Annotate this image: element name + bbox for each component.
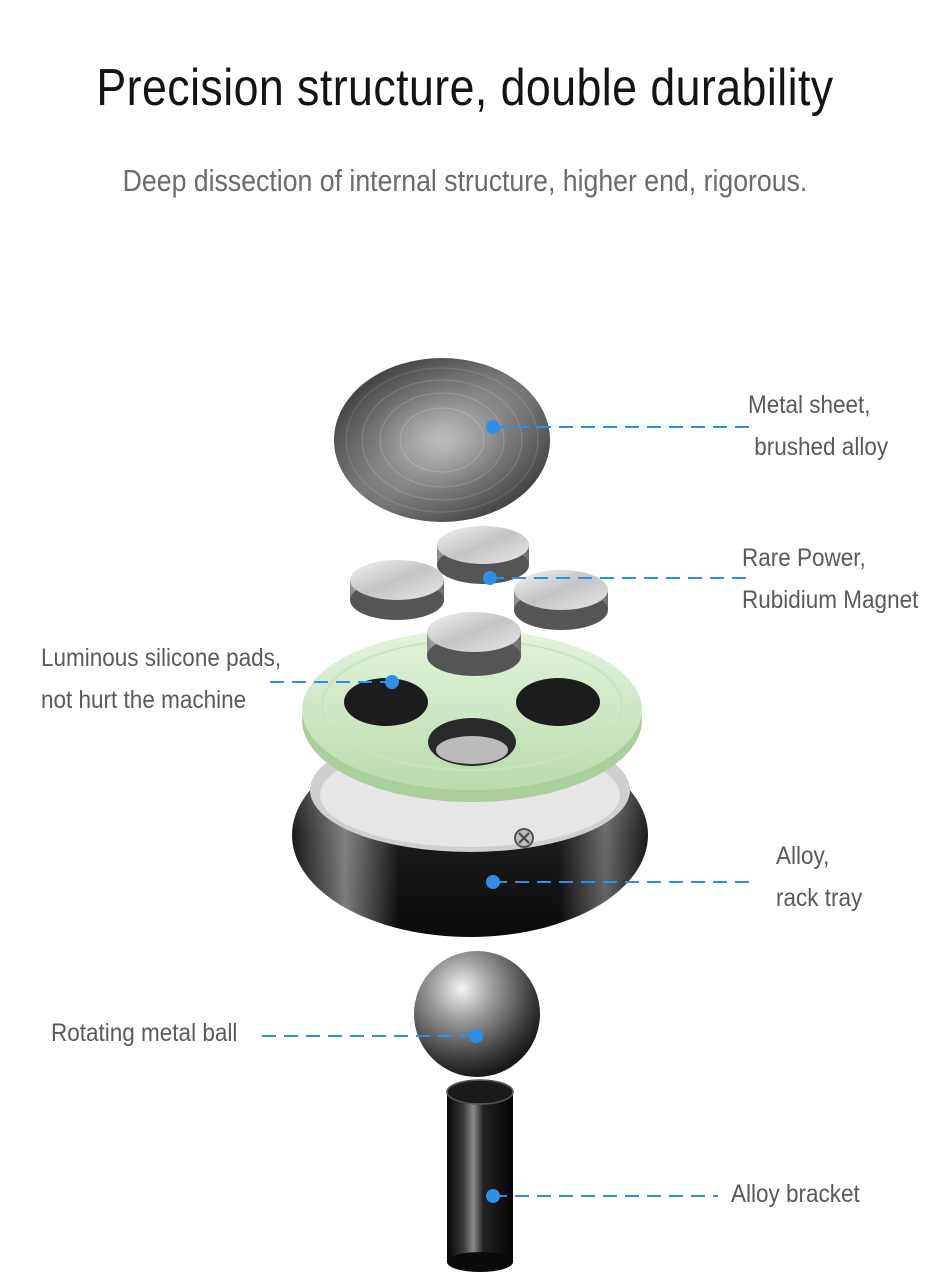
label-line: brushed alloy	[748, 426, 888, 468]
label-silicone-pads: Luminous silicone pads, not hurt the mac…	[41, 637, 281, 721]
magnet-back-left	[350, 560, 444, 620]
magnet-front	[427, 612, 521, 676]
rotating-metal-ball	[414, 951, 540, 1077]
label-line: Alloy,	[776, 835, 862, 877]
label-metal-ball: Rotating metal ball	[51, 1012, 237, 1054]
metal-sheet-disc	[334, 358, 550, 522]
label-metal-sheet: Metal sheet, brushed alloy	[748, 384, 888, 468]
label-line: rack tray	[776, 877, 862, 919]
label-magnet: Rare Power, Rubidium Magnet	[742, 537, 918, 621]
alloy-bracket	[447, 1080, 513, 1272]
label-line: Rotating metal ball	[51, 1012, 237, 1054]
label-line: Rare Power,	[742, 537, 918, 579]
magnet-back-center	[437, 526, 529, 584]
label-bracket: Alloy bracket	[731, 1173, 860, 1215]
label-line: Luminous silicone pads,	[41, 637, 281, 679]
label-line: Rubidium Magnet	[742, 579, 918, 621]
label-line: not hurt the machine	[41, 679, 281, 721]
label-rack-tray: Alloy, rack tray	[776, 835, 862, 919]
label-line: Metal sheet,	[748, 384, 888, 426]
label-line: Alloy bracket	[731, 1173, 860, 1215]
leader-bracket	[486, 1189, 718, 1203]
